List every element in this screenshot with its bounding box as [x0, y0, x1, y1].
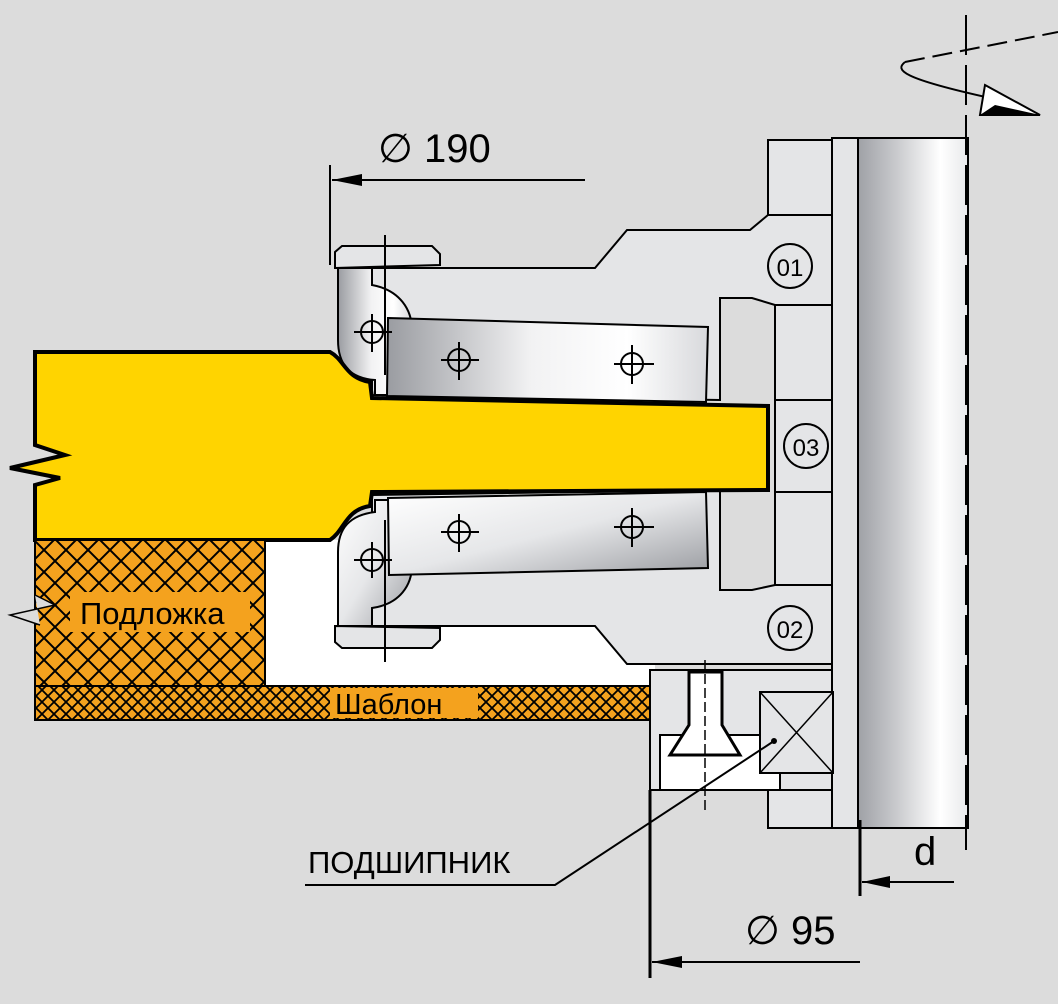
lower-knife [386, 490, 710, 577]
workpiece [9, 350, 770, 542]
template-label-bg [330, 688, 478, 718]
bearing-label: ПОДШИПНИК [308, 845, 510, 880]
rotation-plane-line [904, 31, 1058, 63]
bearing-retainer [767, 789, 833, 829]
crosshair-icon [614, 345, 654, 384]
crosshair-icon [441, 514, 479, 552]
upper-knife [385, 316, 710, 404]
part-03-label: 03 [793, 435, 820, 462]
bearing-cross-icon [759, 691, 834, 774]
crosshair-icon [354, 314, 392, 352]
backing-label: Подложка [80, 596, 225, 631]
lower-cap [334, 624, 441, 649]
spindle [857, 137, 969, 829]
backing-label-bg [70, 592, 250, 632]
crosshair-icon [441, 342, 479, 380]
dim-190-arrow-icon [332, 174, 362, 186]
bearing-leader-line [305, 740, 775, 886]
dim-190-label: ∅ 190 [378, 127, 491, 171]
dim-d-arrow-icon [862, 876, 890, 888]
part-02-label: 02 [777, 617, 804, 644]
rotation-path [900, 61, 991, 99]
break-mark [7, 594, 58, 626]
screw-markers [354, 314, 654, 578]
dim-95-label: ∅ 95 [745, 909, 835, 953]
rotation-arrow-shade [980, 105, 1040, 115]
part-01-label: 01 [777, 255, 804, 282]
dim-95-arrow-icon [652, 956, 682, 968]
upper-collar [767, 139, 833, 216]
crosshair-icon [354, 542, 392, 578]
part-01-circle [767, 243, 813, 289]
part-02-circle [767, 605, 813, 651]
crosshair-icon [614, 508, 654, 547]
dim-d-label: d [914, 830, 936, 874]
part-03-circle [783, 423, 829, 469]
screw [667, 670, 743, 757]
upper-cap [334, 245, 441, 270]
flange [831, 137, 861, 829]
template-label: Шаблон [335, 689, 442, 721]
